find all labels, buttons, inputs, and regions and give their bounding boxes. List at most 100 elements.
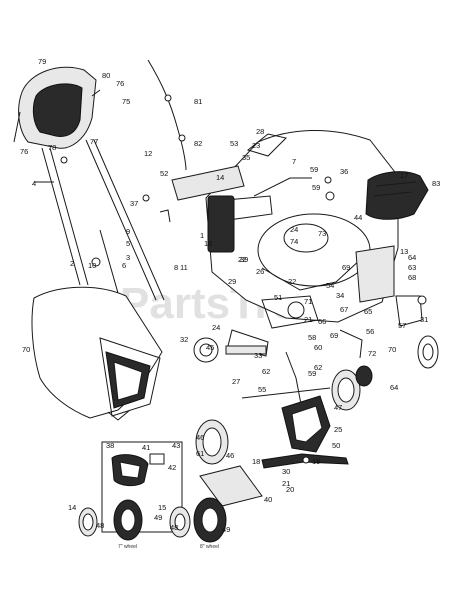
callout-17: 17 <box>400 171 408 180</box>
callout-83: 83 <box>432 179 440 188</box>
callout-55: 55 <box>258 385 266 394</box>
callout-51: 51 <box>274 293 282 302</box>
callout-49: 49 <box>154 513 162 522</box>
callout-62: 62 <box>314 363 322 372</box>
callout-75: 75 <box>122 97 130 106</box>
callout-45: 45 <box>206 343 214 352</box>
callout-46: 46 <box>196 433 204 442</box>
callout-38: 38 <box>106 441 114 450</box>
callout-70: 70 <box>22 345 30 354</box>
callout-40: 40 <box>264 495 272 504</box>
blade <box>261 453 349 469</box>
callout-69: 69 <box>342 263 350 272</box>
callout-44: 44 <box>354 213 362 222</box>
callout-25: 25 <box>334 425 342 434</box>
wheel-front <box>195 419 229 465</box>
callout-74: 74 <box>290 237 298 246</box>
callout-64: 64 <box>390 383 398 392</box>
callout-3: 3 <box>126 253 130 262</box>
callout-32: 32 <box>180 335 188 344</box>
callout-57: 57 <box>398 321 406 330</box>
callout-67: 67 <box>340 305 348 314</box>
mulch-plug <box>281 395 331 453</box>
wheel-front-left <box>193 337 219 363</box>
wheel-rear-right <box>331 335 439 411</box>
callout-48: 48 <box>96 521 104 530</box>
callout-27: 27 <box>232 377 240 386</box>
grass-bag <box>31 286 163 421</box>
callout-26: 26 <box>256 267 264 276</box>
callout-58: 58 <box>308 333 316 342</box>
callout-41: 41 <box>142 443 150 452</box>
callout-24: 24 <box>212 323 220 332</box>
wheel-detail-7in <box>78 499 143 541</box>
callout-56: 56 <box>366 327 374 336</box>
callout-59: 59 <box>308 369 316 378</box>
callout-24: 24 <box>290 225 298 234</box>
callout-60: 60 <box>314 343 322 352</box>
callout-37: 37 <box>130 199 138 208</box>
callout-31: 31 <box>420 315 428 324</box>
callout-11: 11 <box>180 263 188 272</box>
callout-23: 23 <box>252 141 260 150</box>
drive-assembly <box>225 295 427 451</box>
callout-54: 54 <box>326 281 334 290</box>
callout-39: 39 <box>240 255 248 264</box>
callout-22: 22 <box>238 255 246 264</box>
caption-7in-wheel: 7" wheel <box>118 544 137 550</box>
callout-78: 78 <box>48 143 56 152</box>
callout-34: 34 <box>336 291 344 300</box>
callout-63: 63 <box>408 263 416 272</box>
callout-18: 18 <box>252 457 260 466</box>
callout-71: 71 <box>304 297 312 306</box>
callout-68: 68 <box>408 273 416 282</box>
callout-19: 19 <box>312 457 320 466</box>
callout-79: 79 <box>38 57 46 66</box>
mower-deck <box>159 129 399 323</box>
callout-59: 59 <box>310 165 318 174</box>
callout-47: 47 <box>334 403 342 412</box>
callout-73: 73 <box>318 229 326 238</box>
callout-61: 61 <box>196 449 204 458</box>
callout-7: 7 <box>292 157 296 166</box>
callout-36: 36 <box>340 167 348 176</box>
caption-8in-wheel: 8" wheel <box>200 544 219 550</box>
callout-82: 82 <box>194 139 202 148</box>
side-door-detail <box>101 441 183 533</box>
callout-59: 59 <box>312 183 320 192</box>
side-discharge-chute <box>199 465 263 507</box>
callout-4: 4 <box>32 179 36 188</box>
callout-10: 10 <box>88 261 96 270</box>
callout-76: 76 <box>116 79 124 88</box>
callout-33: 33 <box>254 351 262 360</box>
callout-77: 77 <box>90 137 98 146</box>
callout-48: 48 <box>170 523 178 532</box>
callout-12: 12 <box>144 149 152 158</box>
callout-81: 81 <box>194 97 202 106</box>
callout-62: 62 <box>262 367 270 376</box>
callout-28: 28 <box>256 127 264 136</box>
callout-64: 64 <box>408 253 416 262</box>
callout-76: 76 <box>20 147 28 156</box>
callout-30: 30 <box>282 467 290 476</box>
callout-66: 66 <box>318 317 326 326</box>
callout-13: 13 <box>400 247 408 256</box>
callout-35: 35 <box>242 153 250 162</box>
callout-52: 52 <box>160 169 168 178</box>
callout-1: 1 <box>200 231 204 240</box>
callout-2: 2 <box>70 259 74 268</box>
callout-65: 65 <box>364 307 372 316</box>
wheel-detail-8in <box>169 497 227 543</box>
callout-72: 72 <box>368 349 376 358</box>
callout-69: 69 <box>330 331 338 340</box>
callout-5: 5 <box>126 239 130 248</box>
callout-20: 20 <box>286 485 294 494</box>
callout-15: 15 <box>158 503 166 512</box>
callout-49: 49 <box>222 525 230 534</box>
engine-cover <box>246 133 429 220</box>
callout-80: 80 <box>102 71 110 80</box>
callout-8: 8 <box>174 263 178 272</box>
callout-43: 43 <box>172 441 180 450</box>
callout-14: 14 <box>68 503 76 512</box>
